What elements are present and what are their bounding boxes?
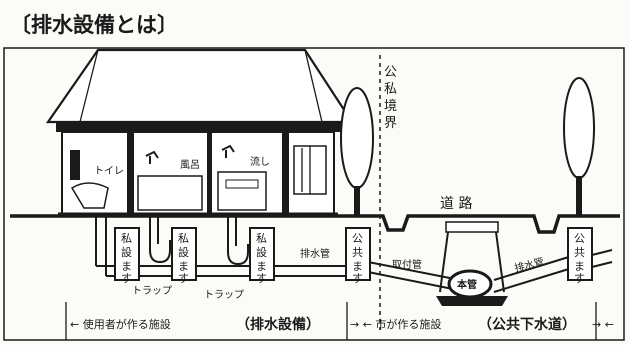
svg-text:設: 設 xyxy=(121,245,132,259)
toilet-icon xyxy=(70,182,109,209)
public-box-right: 公 共 ま す xyxy=(567,227,593,285)
bath-label: 風呂 xyxy=(180,159,200,171)
user-facility-label: ← 使用者が作る施設 xyxy=(70,317,171,331)
manhole xyxy=(436,221,508,306)
svg-text:界: 界 xyxy=(384,116,397,131)
svg-text:す: す xyxy=(121,272,132,285)
trap-label-2: トラップ xyxy=(204,289,244,301)
svg-text:私: 私 xyxy=(121,232,132,245)
svg-text:私: 私 xyxy=(178,232,189,245)
private-box-3: 私 設 ま す xyxy=(249,227,275,285)
bathtub-icon xyxy=(137,175,203,211)
toilet-drain-pipe xyxy=(95,216,107,276)
diagram-frame xyxy=(3,47,625,341)
boundary-label: 公 私 境 界 xyxy=(384,65,397,131)
house: トイレ 風呂 流し xyxy=(45,48,355,216)
drain-pipe-label-right: 排水管 xyxy=(513,255,545,275)
drain-pipe-label-left: 排水管 xyxy=(300,247,330,260)
tree-left xyxy=(340,87,374,216)
city-facility-end: → ← xyxy=(592,318,614,331)
city-facility-label: → ← 市が作る施設 xyxy=(350,317,441,331)
sink-label: 流し xyxy=(250,155,270,168)
road-label: 道 路 xyxy=(440,196,472,212)
svg-text:共: 共 xyxy=(574,246,585,259)
svg-text:す: す xyxy=(178,272,189,285)
svg-text:す: す xyxy=(256,272,267,285)
svg-text:境: 境 xyxy=(384,99,397,114)
svg-text:設: 設 xyxy=(256,245,267,259)
private-box-2: 私 設 ま す xyxy=(171,227,197,285)
main-pipe-icon xyxy=(447,269,493,299)
svg-text:共: 共 xyxy=(352,246,363,259)
svg-text:公: 公 xyxy=(384,65,397,80)
svg-text:す: す xyxy=(352,272,363,285)
bath-trap-pipe xyxy=(149,214,171,264)
svg-text:公: 公 xyxy=(352,232,363,245)
roof-shadow xyxy=(56,122,342,132)
svg-text:ま: ま xyxy=(352,260,363,273)
svg-text:す: す xyxy=(574,272,585,285)
city-facility-paren: （公共下水道） xyxy=(478,316,576,333)
house-roof xyxy=(45,48,355,124)
diagram-title: 〔排水設備とは〕 xyxy=(10,13,178,37)
svg-text:私: 私 xyxy=(384,82,397,97)
svg-text:ま: ま xyxy=(574,260,585,273)
svg-text:ま: ま xyxy=(178,260,189,273)
svg-text:公: 公 xyxy=(574,232,585,245)
attach-pipe xyxy=(367,261,461,291)
svg-text:ま: ま xyxy=(121,260,132,273)
faucet-icon-bath xyxy=(145,150,159,164)
attach-pipe-label: 取付管 xyxy=(392,258,422,271)
trap-label-1: トラップ xyxy=(132,285,172,297)
ground-line xyxy=(10,214,620,234)
public-box-left: 公 共 ま す xyxy=(345,227,371,285)
svg-text:ま: ま xyxy=(256,260,267,273)
svg-text:私: 私 xyxy=(256,232,267,245)
main-pipe-label: 本管 xyxy=(457,278,477,291)
tree-right xyxy=(563,77,595,216)
faucet-icon-sink xyxy=(221,144,235,158)
private-box-1: 私 設 ま す xyxy=(114,227,140,285)
svg-text:設: 設 xyxy=(178,245,189,259)
right-drain-pipe xyxy=(493,249,613,293)
user-facility-paren: （排水設備） xyxy=(236,316,320,333)
toilet-label: トイレ xyxy=(94,166,124,177)
sink-trap-pipe xyxy=(227,214,249,266)
sink-counter-icon xyxy=(217,171,267,211)
